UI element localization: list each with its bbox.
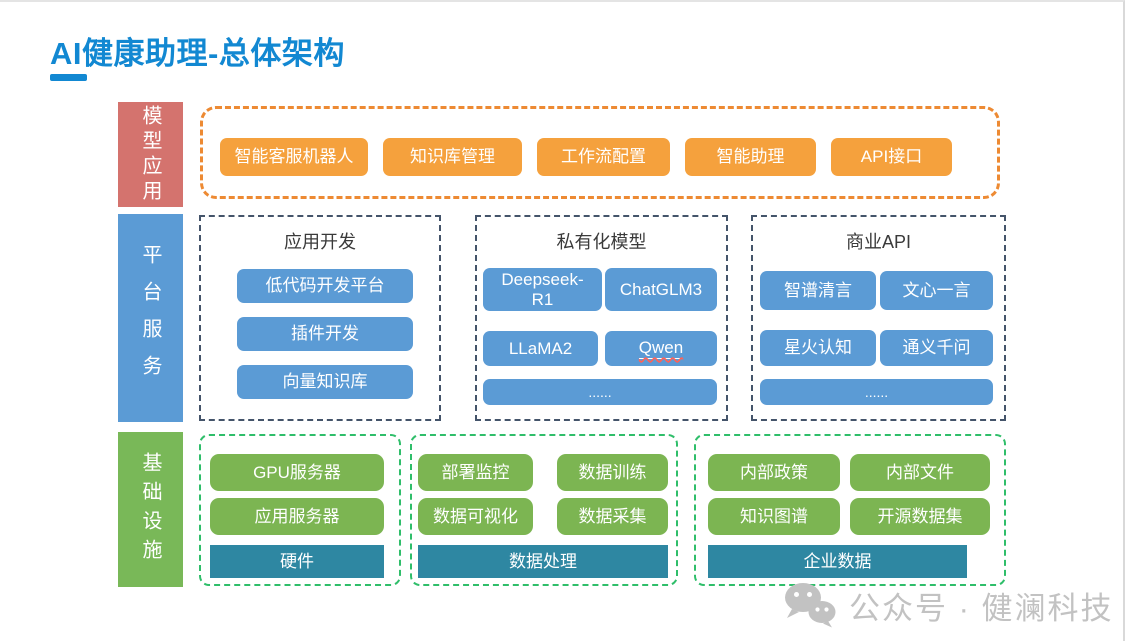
node-deploy-monitor: 部署监控 [418,454,533,491]
node-api-interface: API接口 [831,138,952,176]
node-plugin-dev: 插件开发 [237,317,413,351]
node-internal-policy: 内部政策 [708,454,840,491]
node-xinghuo: 星火认知 [760,330,876,366]
col-title-commercial-api: 商业API [845,232,911,252]
node-data-training: 数据训练 [557,454,668,491]
model-app-container [200,106,1000,199]
layer-label-infra: 基础设施 [118,432,183,587]
layer-label-platform: 平台服务 [118,214,183,422]
title-underline [50,74,87,81]
node-enterprise-data-base: 企业数据 [708,545,967,578]
node-opensource-dataset: 开源数据集 [850,498,990,535]
deepseek-label: Deepseek-R1 [501,269,584,309]
node-deepseek-r1: Deepseek-R1 [483,268,602,311]
watermark: 公众号 · 健澜科技 [783,582,1114,628]
node-gpu-server: GPU服务器 [210,454,384,491]
layer-label-model-app: 模型应用 [118,102,183,207]
node-smart-service-bot: 智能客服机器人 [220,138,368,176]
platform-col-app-dev [199,215,441,421]
node-hardware-base: 硬件 [210,545,384,578]
node-vector-kb: 向量知识库 [237,365,413,399]
node-wenxin-yiyan: 文心一言 [880,271,993,310]
wechat-icon [783,582,837,628]
node-commercial-api-more: ...... [760,379,993,405]
watermark-text: 公众号 · 健澜科技 [849,590,1114,626]
node-qwen: Qwen [605,331,717,366]
infra-group-enterprise-data [694,434,1006,586]
node-llama2: LLaMA2 [483,331,598,366]
node-chatglm3: ChatGLM3 [605,268,717,311]
node-workflow-config: 工作流配置 [537,138,670,176]
node-private-models-more: ...... [483,379,717,405]
col-title-private-models: 私有化模型 [556,232,647,252]
platform-col-private-models [475,215,728,421]
node-data-collection: 数据采集 [557,498,668,535]
qwen-label: Qwen [638,338,684,360]
node-smart-assistant: 智能助理 [685,138,816,176]
node-zhipu-qingyan: 智谱清言 [760,271,876,310]
page-title: AI健康助理-总体架构 [50,36,345,71]
node-data-visualization: 数据可视化 [418,498,533,535]
node-internal-files: 内部文件 [850,454,990,491]
platform-col-commercial-api [751,215,1006,421]
node-knowledge-base-mgmt: 知识库管理 [383,138,522,176]
node-lowcode-platform: 低代码开发平台 [237,269,413,303]
infra-group-hardware [199,434,401,586]
node-knowledge-graph: 知识图谱 [708,498,840,535]
node-tongyi-qianwen: 通义千问 [880,330,993,366]
infra-group-data-processing [410,434,678,586]
node-data-processing-base: 数据处理 [418,545,668,578]
node-app-server: 应用服务器 [210,498,384,535]
col-title-app-dev: 应用开发 [284,232,356,252]
